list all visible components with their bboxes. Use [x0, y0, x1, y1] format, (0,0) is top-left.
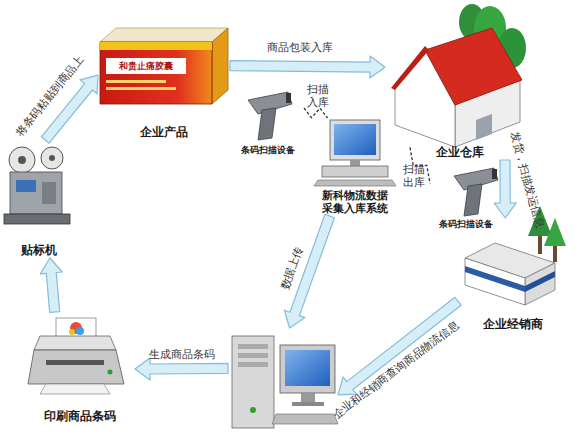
node-caption: 条码扫描设备 — [232, 145, 304, 156]
printer-illustration — [28, 318, 124, 394]
illustrated-node — [228, 328, 338, 434]
node-caption: 印刷商品条码 — [26, 409, 134, 424]
illustrated-node: 企业经销商 — [458, 218, 568, 332]
warehouse-illustration — [391, 4, 526, 147]
node-caption: 新科物流数据采集入库系统 — [319, 189, 391, 217]
edge-label: 商品包装入库 — [267, 41, 333, 54]
node-caption: 企业产品 — [104, 125, 224, 140]
edge-label: 企业和经销商查询商品物流信息 — [331, 318, 462, 421]
illustrated-node: 新科物流数据采集入库系统 — [300, 118, 410, 216]
edge-label: 发货，扫描发运信息 — [508, 130, 546, 229]
illustrated-node: 条码扫描设备 — [430, 168, 502, 230]
node-caption: 贴标机 — [1, 243, 77, 258]
signal-line — [304, 108, 328, 118]
edge-label: 扫描入库 — [306, 83, 330, 109]
node-caption: 条码扫描设备 — [430, 219, 502, 230]
illustrated-node: 条码扫描设备 — [232, 92, 304, 156]
computer-illustration — [314, 120, 396, 186]
illustrated-node: 企业产品 — [98, 20, 230, 140]
node-caption: 企业经销商 — [463, 317, 563, 332]
node-caption: 企业仓库 — [390, 145, 530, 160]
server-computer-illustration — [232, 336, 338, 428]
scanner-illustration — [454, 168, 498, 216]
labeler-illustration — [4, 147, 70, 224]
scanner-illustration — [248, 92, 292, 140]
edge-label: 扫描出库 — [402, 163, 426, 189]
flow-arrow — [40, 258, 62, 312]
product-box-illustration — [100, 28, 228, 104]
package-text: 和贵止痛胶囊 — [119, 60, 173, 73]
illustrated-node: 印刷商品条码 — [25, 312, 135, 424]
edge-label: 生成商品条码 — [149, 348, 215, 361]
flow-arrow — [338, 297, 461, 395]
illustrated-node: 贴标机 — [0, 140, 78, 258]
flow-arrow — [230, 56, 385, 78]
flow-arrow — [494, 160, 516, 218]
